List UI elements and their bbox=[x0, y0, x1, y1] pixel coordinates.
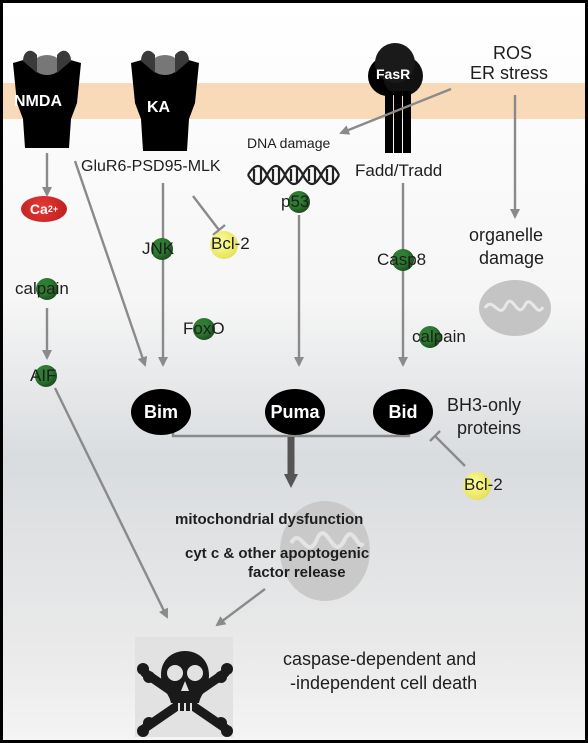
aif-dot bbox=[35, 365, 57, 387]
foxo-dot bbox=[193, 318, 215, 340]
central-mitochondrion-icon bbox=[280, 501, 370, 601]
calpain-left-dot bbox=[36, 278, 58, 300]
death-line1-label: caspase-dependent and bbox=[283, 649, 477, 669]
dna-icon bbox=[247, 164, 340, 186]
nmda-label: NMDA bbox=[14, 93, 62, 110]
calpain-right-label: calpain bbox=[412, 327, 466, 346]
organelle-label: organelle bbox=[469, 225, 544, 245]
factor-release-label: factor release bbox=[248, 564, 346, 581]
jnk-dot bbox=[151, 238, 173, 260]
bcl2-top-label: Bcl-2 bbox=[211, 234, 250, 253]
mito-dysfunction-label: mitochondrial dysfunction bbox=[175, 511, 364, 528]
fasr-receptor-icon bbox=[368, 43, 423, 153]
inhibit-glur6-bcl2 bbox=[192, 195, 220, 231]
bim-node: Bim bbox=[131, 389, 191, 435]
arrow-mito-to-death bbox=[215, 588, 266, 627]
bcl2-bottom-label: Bcl-2 bbox=[464, 475, 503, 494]
jnk-label: JNK bbox=[142, 239, 175, 258]
puma-node: Puma bbox=[265, 389, 325, 435]
calcium-charge: 2+ bbox=[47, 204, 59, 214]
arrow-ros-to-dna bbox=[339, 87, 452, 135]
cell-membrane bbox=[3, 83, 585, 119]
calpain-left-label: calpain bbox=[15, 279, 69, 298]
p53-dot bbox=[288, 191, 310, 213]
death-line2-label: -independent cell death bbox=[290, 673, 478, 693]
calpain-right-dot bbox=[419, 326, 441, 348]
bh3-only-label: BH3-only bbox=[447, 395, 522, 415]
p53-label: p53 bbox=[281, 192, 310, 211]
ros-label: ROS bbox=[493, 43, 533, 63]
er-stress-label: ER stress bbox=[470, 63, 549, 83]
dna-damage-label: DNA damage bbox=[247, 135, 331, 151]
nmda-receptor-icon bbox=[13, 50, 81, 148]
foxo-label: FoxO bbox=[183, 319, 225, 338]
skull-crossbones-icon bbox=[135, 637, 233, 737]
damage-label: damage bbox=[479, 248, 545, 268]
inhibit-bcl2-bh3 bbox=[434, 435, 466, 467]
bid-node: Bid bbox=[373, 389, 433, 435]
organelle-mitochondrion-icon bbox=[479, 280, 551, 336]
casp8-dot bbox=[392, 249, 414, 271]
fasr-label: FasR bbox=[376, 66, 411, 82]
diagram-graphics bbox=[13, 43, 551, 737]
proteins-label: proteins bbox=[457, 418, 522, 438]
bcl2-bottom-dot bbox=[463, 472, 491, 500]
casp8-label: Casp8 bbox=[377, 250, 427, 269]
ka-receptor-icon bbox=[131, 50, 199, 151]
bcl2-top-dot bbox=[210, 231, 238, 259]
ka-label: KA bbox=[147, 99, 171, 116]
aif-label: AIF bbox=[30, 366, 57, 385]
arrow-nmda-to-bim bbox=[73, 160, 148, 367]
cyt-c-label: cyt c & other apoptogenic bbox=[185, 545, 370, 562]
calcium-label: Ca bbox=[29, 201, 48, 217]
arrow-aif-to-death bbox=[53, 387, 169, 619]
glur6-label: GluR6-PSD95-MLK bbox=[81, 158, 221, 175]
fadd-tradd-label: Fadd/Tradd bbox=[355, 161, 443, 180]
